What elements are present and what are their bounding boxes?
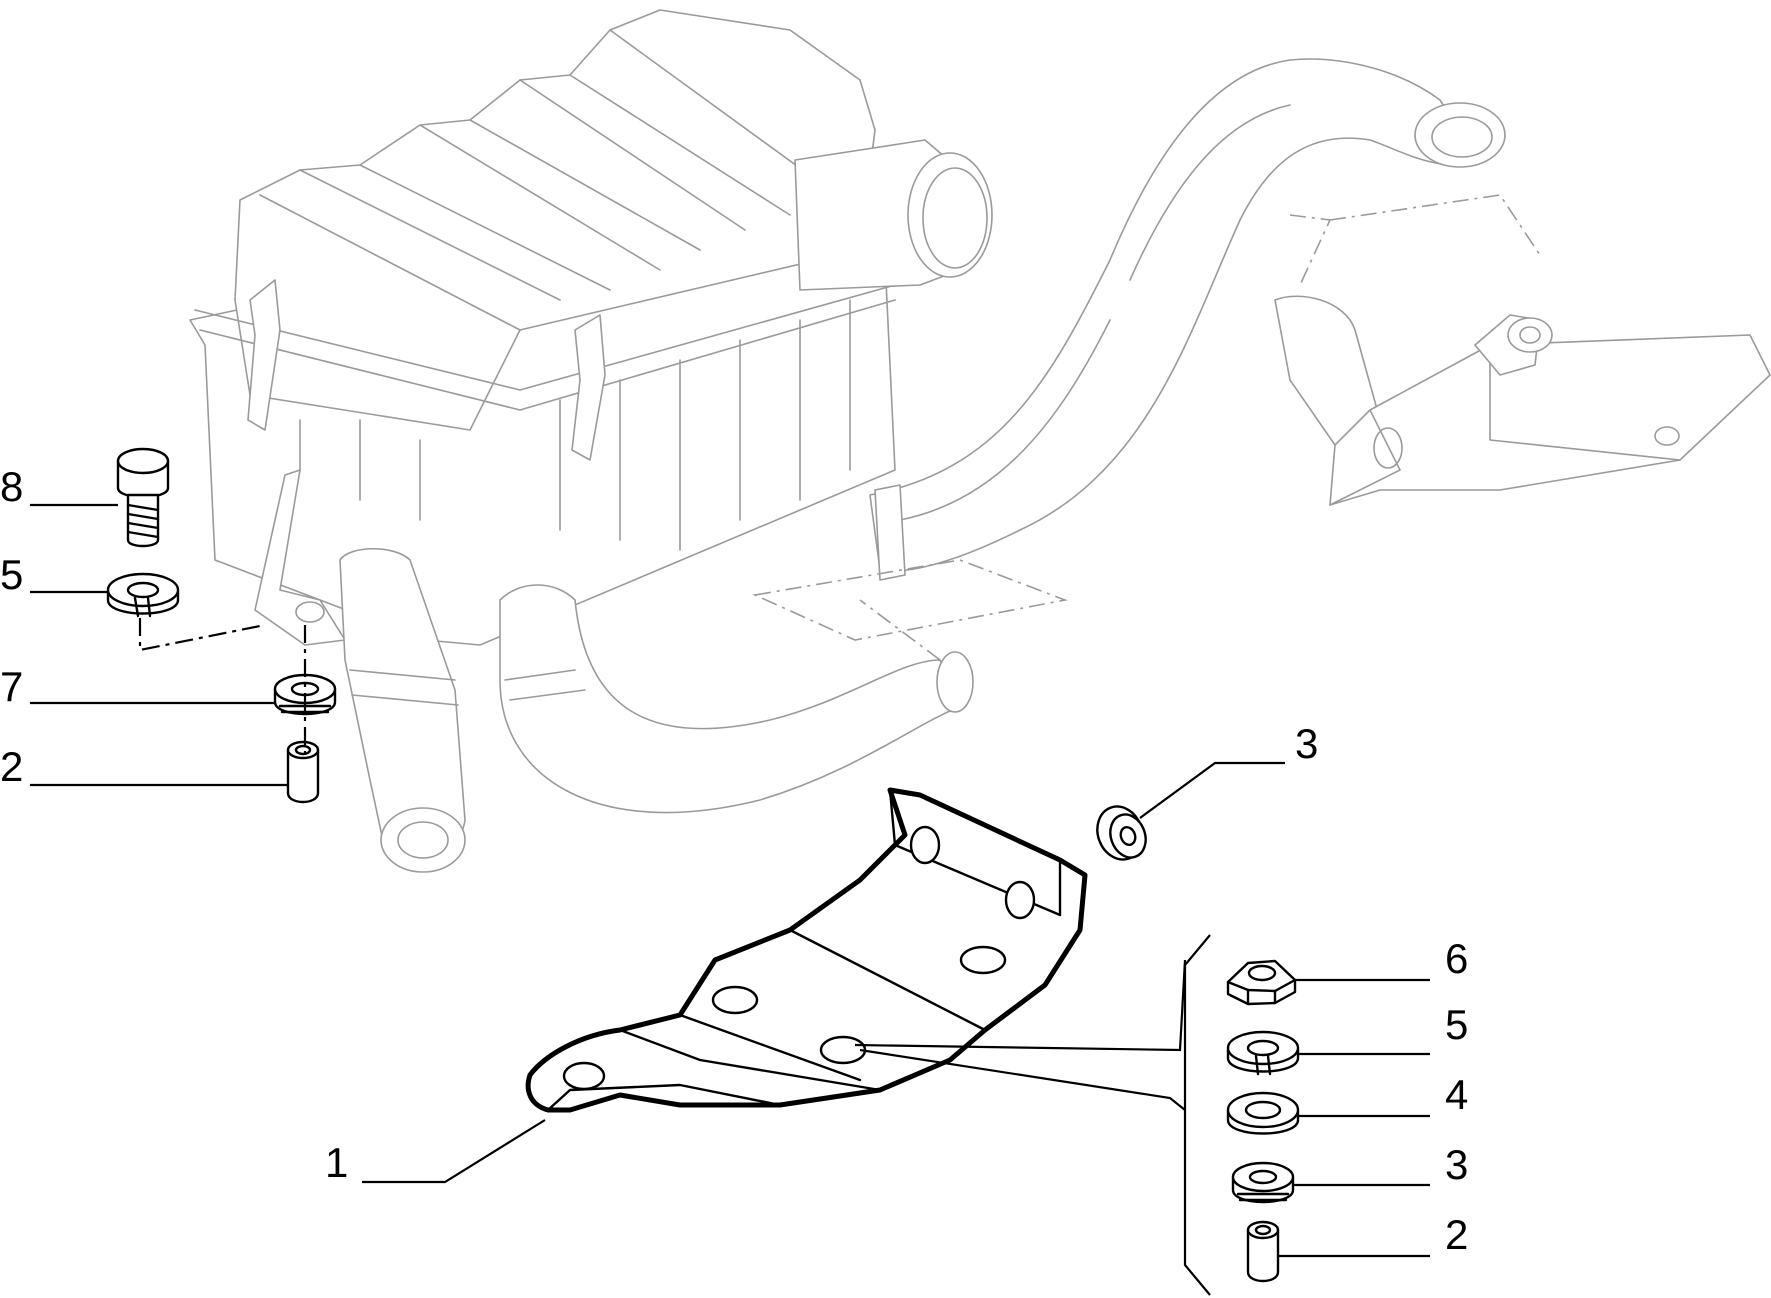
bolt-part-8 <box>116 447 170 548</box>
hardware-group-bracket <box>1183 934 1211 1296</box>
air-filter-housing <box>189 9 993 873</box>
callout-3-top: 3 <box>1295 720 1318 767</box>
leader-lines <box>30 503 1430 1296</box>
leader-3-top <box>1139 761 1285 819</box>
callout-4: 4 <box>1445 1071 1468 1118</box>
hex-nut-part-6 <box>1226 959 1297 1006</box>
callout-5-left: 5 <box>0 551 23 598</box>
callout-3-right: 3 <box>1445 1141 1468 1188</box>
callout-5-right: 5 <box>1445 1001 1468 1048</box>
spring-washer-part-5-left <box>106 572 180 618</box>
callout-2-left: 2 <box>0 743 23 790</box>
grommet-part-3-right <box>1231 1161 1295 1204</box>
flat-washer-part-4 <box>1226 1091 1300 1135</box>
hardware-to-hole-leader-upper <box>854 959 1187 1052</box>
intake-hose <box>752 58 1541 661</box>
resonator-bracket <box>1274 295 1771 506</box>
spring-washer-part-5-right <box>1226 1030 1300 1076</box>
callout-2-right: 2 <box>1445 1211 1468 1258</box>
callout-8: 8 <box>0 463 23 510</box>
callout-labels: 8 5 7 2 1 3 6 5 4 3 2 <box>0 463 1468 1258</box>
assembly-axis-lines <box>138 618 307 760</box>
hardware-to-hole-leader-lower <box>859 1048 1186 1111</box>
mounting-bracket-part-1 <box>525 787 1088 1113</box>
callout-6: 6 <box>1445 935 1468 982</box>
grommet-part-3-top <box>1096 805 1147 861</box>
leader-1 <box>362 1119 546 1184</box>
callout-7: 7 <box>0 663 23 710</box>
spacer-sleeve-part-2-left <box>286 740 320 804</box>
spacer-sleeve-part-2-right <box>1246 1220 1280 1283</box>
callout-1: 1 <box>325 1139 348 1186</box>
